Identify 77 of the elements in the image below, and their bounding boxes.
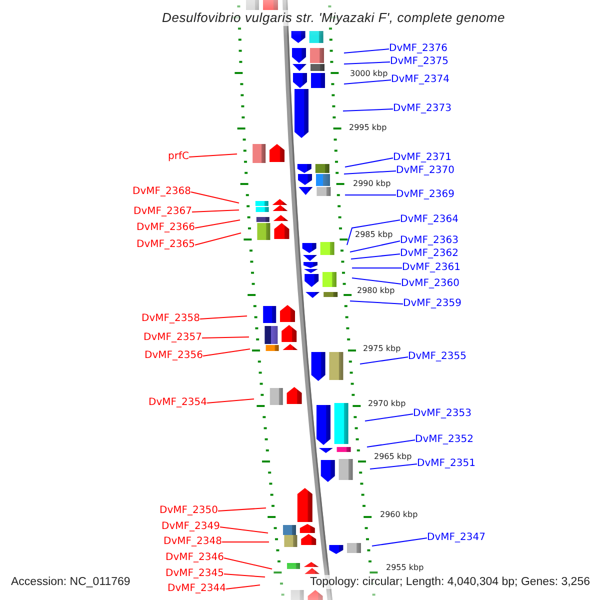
gene-label: DvMF_2357 — [144, 332, 202, 344]
leader-line — [192, 210, 240, 212]
gene-label: DvMF_2352 — [415, 434, 474, 446]
gene-label: DvMF_2359 — [403, 298, 462, 310]
gene-label: DvMF_2346 — [166, 552, 224, 564]
scale-label: 2985 kbp — [355, 231, 393, 239]
leader-line — [370, 464, 418, 470]
leader-line — [194, 220, 240, 228]
scale-label: 2965 kbp — [374, 453, 412, 461]
leader-line — [344, 194, 396, 196]
leader-line — [346, 220, 400, 246]
gene-label: DvMF_2364 — [400, 214, 458, 226]
gene-label: DvMF_2369 — [396, 189, 454, 201]
leader-line — [200, 316, 248, 320]
gene-label: DvMF_2351 — [417, 458, 476, 470]
leader-line — [366, 440, 416, 448]
leader-line — [224, 574, 266, 578]
gene-label: DvMF_2363 — [400, 235, 458, 247]
leader-line — [344, 62, 390, 64]
accession-text: Accession: NC_011769 — [9, 575, 132, 589]
leader-line — [344, 80, 392, 84]
leader-line — [350, 300, 404, 304]
gene-label: DvMF_2355 — [408, 351, 466, 363]
gene-label: DvMF_2375 — [390, 56, 448, 68]
leader-line — [202, 348, 250, 356]
leader-line — [220, 526, 268, 534]
scale-label: 2975 kbp — [363, 345, 401, 353]
leader-line — [372, 538, 428, 546]
leader-line — [226, 584, 260, 590]
leader-line — [352, 278, 402, 284]
leader-line — [344, 170, 396, 174]
leader-line — [202, 336, 250, 338]
gene-label: DvMF_2349 — [162, 521, 220, 533]
leader-line — [224, 558, 272, 570]
gene-label: DvMF_2374 — [391, 74, 450, 86]
gene-label: DvMF_2345 — [166, 568, 224, 580]
gene-label: DvMF_2367 — [134, 206, 192, 218]
gene-label: DvMF_2371 — [393, 152, 452, 164]
gene-label: DvMF_2350 — [160, 505, 218, 517]
gene-label: DvMF_2348 — [164, 536, 222, 548]
leader-line — [350, 254, 400, 260]
genome-summary: Topology: circular; Length: 4,040,304 bp; Genes: 3,256 — [308, 575, 592, 589]
gene-label: DvMF_2370 — [396, 165, 454, 177]
leader-line — [342, 108, 394, 112]
leader-line — [190, 192, 240, 204]
gene-label: DvMF_2344 — [168, 583, 226, 595]
scale-label: 2960 kbp — [380, 511, 418, 519]
title: Desulfovibrio vulgaris str. 'Miyazaki F', complete genome — [160, 10, 508, 26]
scale-label: 2970 kbp — [368, 400, 406, 408]
gene-label: DvMF_2373 — [393, 103, 452, 115]
gene-label: DvMF_2356 — [144, 350, 203, 362]
leader-line — [188, 154, 238, 158]
leader-line — [206, 398, 254, 404]
scale-label: 2980 kbp — [357, 287, 395, 295]
leader-line — [344, 48, 390, 54]
scale-label: 3000 kbp — [350, 70, 388, 78]
gene-label: DvMF_2354 — [148, 397, 207, 409]
gene-label: DvMF_2360 — [401, 278, 460, 290]
gene-label: DvMF_2366 — [136, 222, 195, 234]
scale-label: 2990 kbp — [353, 180, 391, 188]
leader-line — [218, 508, 266, 512]
gene-label: DvMF_2353 — [413, 408, 472, 420]
leader-line — [350, 240, 400, 252]
scale-label: 2955 kbp — [386, 564, 424, 572]
gene-label: DvMF_2347 — [427, 532, 486, 544]
gene-label: DvMF_2376 — [389, 43, 448, 55]
leader-line — [364, 414, 414, 422]
gene-label: DvMF_2368 — [132, 186, 191, 198]
leader-line — [194, 232, 242, 246]
leader-line — [344, 158, 394, 168]
gene-label: prfC — [168, 151, 189, 163]
gene-label: DvMF_2365 — [136, 239, 195, 251]
gene-label: DvMF_2358 — [142, 313, 200, 325]
scale-label: 2995 kbp — [349, 124, 387, 132]
leader-line — [360, 356, 408, 364]
gene-label: DvMF_2361 — [402, 262, 460, 274]
gene-label: DvMF_2362 — [400, 248, 458, 260]
